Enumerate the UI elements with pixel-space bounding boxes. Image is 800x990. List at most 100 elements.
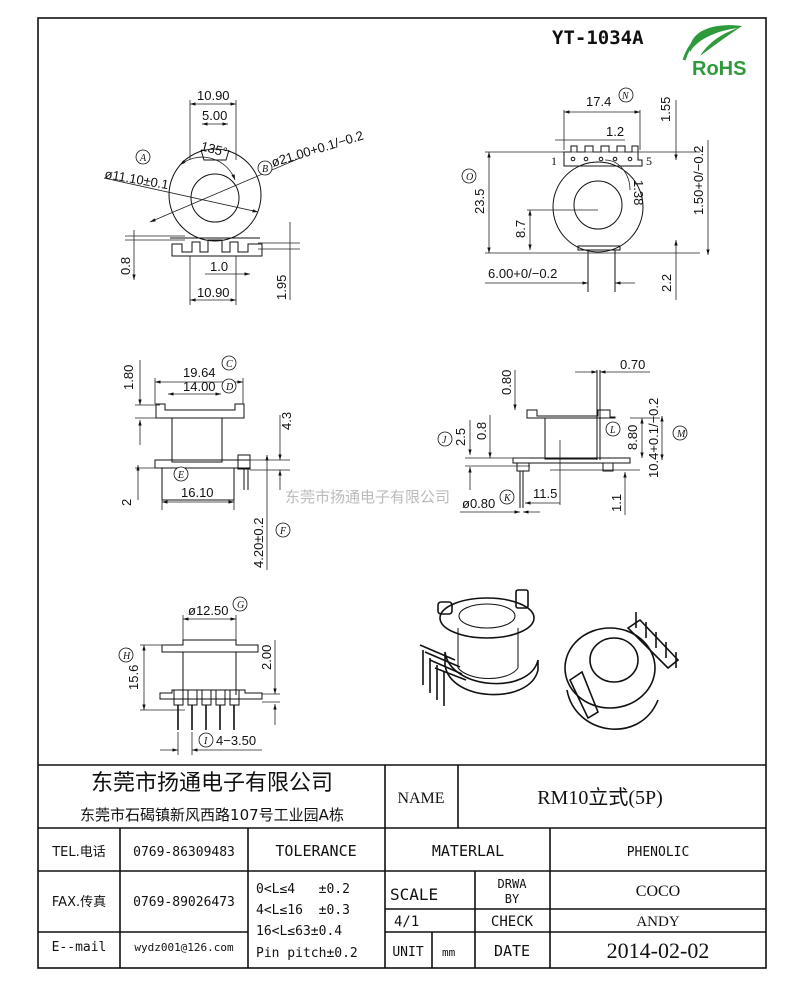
- scale-value: 4/1: [394, 914, 419, 930]
- tel-label: TEL.电话: [51, 845, 106, 860]
- callout-i: I: [203, 736, 208, 747]
- pins: [635, 612, 677, 668]
- email-value: wydz001@126.com: [134, 941, 234, 954]
- callout-c: C: [226, 359, 233, 370]
- dim-label: 4−3.50: [216, 733, 256, 748]
- dim-label: 6.00+0/−0.2: [488, 266, 557, 281]
- pin-5-label: 5: [646, 154, 652, 168]
- dim-label: 135°: [199, 138, 229, 159]
- top-left-view: 10.90 5.00 135° A ø11.10±0.1 B ø21.00+0.…: [103, 88, 365, 305]
- drwa-by-label: BY: [505, 892, 520, 906]
- callout-m: M: [676, 429, 686, 440]
- dim-label: 8.80: [625, 425, 640, 450]
- dim-label: 16.10: [181, 485, 214, 500]
- pin-1-label: 1: [551, 154, 557, 168]
- check-value: ANDY: [636, 914, 679, 930]
- dim-label: 1.0: [210, 259, 228, 274]
- dim-label: ø12.50: [188, 603, 228, 618]
- dim-label: 0.8: [474, 422, 489, 440]
- unit-value: mm: [442, 946, 456, 959]
- dim-label: 11.5: [533, 486, 557, 501]
- dim-label: 10.4+0.1/−0.2: [646, 398, 661, 478]
- dim-label: 2: [119, 499, 134, 506]
- callout-d: D: [225, 382, 234, 393]
- pins: [419, 644, 467, 706]
- dim-label: 14.00: [183, 379, 216, 394]
- dim-label: 5.00: [202, 108, 227, 123]
- tolerance-row-2: 4<L≤16 ±0.3: [256, 903, 350, 918]
- sheet-border: [37, 17, 767, 969]
- dim-label: 4.20±0.2: [251, 517, 266, 568]
- dim-label: 2.00: [259, 645, 274, 670]
- callout-b: B: [262, 164, 268, 175]
- top-right-view: 17.4 N 1.2 1.55 1 5 1.38 O 23.5 8.7 1.50…: [461, 87, 710, 300]
- tel-value: 0769-86309483: [133, 845, 235, 860]
- dim-label: 1.38: [631, 180, 646, 205]
- dim-label: 2.5: [453, 428, 468, 446]
- callout-k: K: [503, 493, 512, 504]
- rohs-logo: RoHS: [682, 25, 746, 80]
- callout-a: A: [139, 153, 147, 164]
- material-label: MATERLAL: [432, 842, 504, 860]
- isometric-view-1: [419, 589, 539, 706]
- dim-label: 4.3: [279, 412, 294, 430]
- dim-label: 0.80: [499, 370, 514, 395]
- fax-value: 0769-89026473: [133, 895, 235, 910]
- drwa-label: DRWA: [498, 877, 528, 891]
- rohs-text: RoHS: [692, 58, 746, 80]
- date-value: 2014-02-02: [607, 938, 710, 963]
- dim-label: 8.7: [513, 220, 528, 238]
- middle-right-view: 0.70 0.80 2.5 0.8 J L 8.80 10.4+0.1/−0.2…: [437, 357, 688, 515]
- dim-label: 19.64: [183, 365, 216, 380]
- scale-label: SCALE: [390, 885, 438, 904]
- callout-h: H: [122, 651, 131, 662]
- dim-label: ø21.00+0.1/−0.2: [269, 128, 365, 170]
- callout-e: E: [177, 470, 184, 481]
- date-label: DATE: [494, 942, 530, 960]
- leaf-icon: [689, 25, 742, 56]
- dim-label: 0.70: [620, 357, 645, 372]
- unit-label: UNIT: [392, 945, 423, 960]
- title-block: 东莞市扬通电子有限公司 东莞市石碣镇新风西路107号工业园A栋 NAME RM1…: [38, 764, 766, 968]
- callout-n: N: [621, 91, 630, 102]
- dim-label: 15.6: [126, 665, 141, 690]
- isometric-view-2: [564, 612, 680, 730]
- dim-label: 1.80: [121, 365, 136, 390]
- dim-label: 1.55: [658, 97, 673, 122]
- material-value: PHENOLIC: [627, 845, 690, 860]
- callout-l: L: [609, 425, 616, 436]
- dim-label: 1.95: [274, 275, 289, 300]
- email-label: E--mail: [52, 940, 107, 955]
- dim-label: 1.50+0/−0.2: [691, 146, 706, 215]
- tolerance-label: TOLERANCE: [275, 842, 356, 860]
- check-label: CHECK: [491, 914, 534, 930]
- callout-f: F: [279, 526, 287, 537]
- middle-left-view: 1.80 19.64 C 14.00 D 4.3 E 16.10 2 4.20±…: [119, 355, 294, 570]
- dim-label: 2.2: [659, 274, 674, 292]
- dim-label: 10.90: [197, 285, 230, 300]
- bottom-left-view: ø12.50 G H 15.6 2.00 I 4−3.50: [118, 596, 280, 755]
- dim-label: 23.5: [472, 189, 487, 214]
- dim-label: 17.4: [586, 94, 611, 109]
- dim-label: 1.1: [609, 494, 624, 512]
- callout-o: O: [466, 172, 473, 183]
- callout-g: G: [237, 600, 244, 611]
- dim-label: 1.2: [606, 124, 624, 139]
- dim-label: 0.8: [118, 257, 133, 275]
- dim-label: 10.90: [197, 88, 230, 103]
- tolerance-row-4: Pin pitch±0.2: [256, 946, 358, 961]
- callout-j: J: [442, 435, 447, 446]
- company-address: 东莞市石碣镇新风西路107号工业园A栋: [80, 806, 344, 824]
- pins: [173, 689, 240, 730]
- company-name: 东莞市扬通电子有限公司: [91, 771, 333, 796]
- name-value: RM10立式(5P): [537, 786, 663, 809]
- dim-label: ø0.80: [462, 496, 495, 511]
- dim-label: ø11.10±0.1: [103, 166, 169, 192]
- watermark: 东莞市扬通电子有限公司: [285, 488, 450, 506]
- drawn-by-value: COCO: [636, 883, 680, 900]
- tolerance-row-3: 16<L≤63±0.4: [256, 924, 342, 939]
- fax-label: FAX.传真: [52, 895, 106, 910]
- name-label: NAME: [397, 790, 444, 807]
